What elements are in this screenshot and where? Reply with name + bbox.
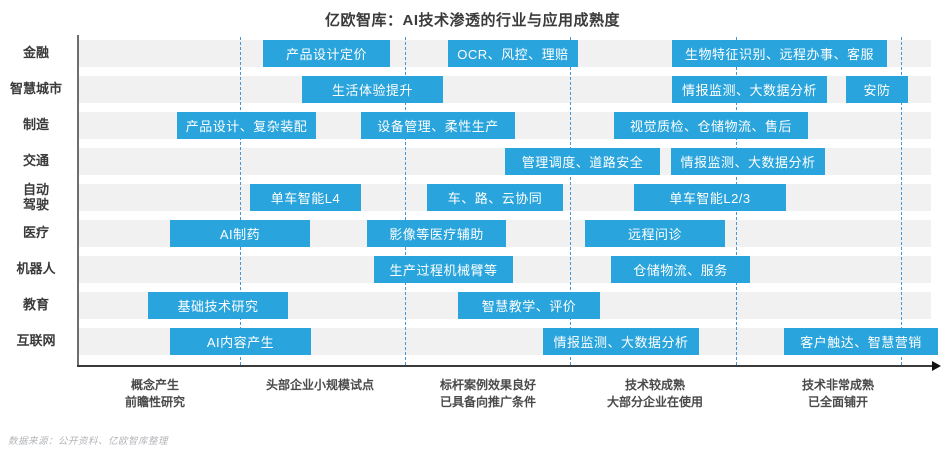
industry-label: 医疗 xyxy=(22,225,49,241)
industry-label: 自动驾驶 xyxy=(22,181,49,212)
stage-divider-line xyxy=(570,37,571,365)
application-box: 生物特征识别、远程办事、客服 xyxy=(672,40,887,67)
application-box: 基础技术研究 xyxy=(148,292,288,319)
application-box: 生产过程机械臂等 xyxy=(374,256,513,283)
application-box: 单车智能L4 xyxy=(250,184,361,211)
industry-label: 金融 xyxy=(22,45,49,61)
industry-label: 机器人 xyxy=(16,261,56,277)
maturity-stage-label: 头部企业小规模试点 xyxy=(265,378,375,392)
application-box: 安防 xyxy=(846,76,908,103)
application-box: 车、路、云协同 xyxy=(427,184,563,211)
application-box: 仓储物流、服务 xyxy=(611,256,750,283)
application-box: 影像等医疗辅助 xyxy=(367,220,506,247)
y-axis-line xyxy=(77,35,79,365)
maturity-stage-label: 技术较成熟大部分企业在使用 xyxy=(606,378,704,410)
application-box: 情报监测、大数据分析 xyxy=(671,148,825,175)
application-box: 产品设计定价 xyxy=(263,40,390,67)
maturity-stage-label: 概念产生前瞻性研究 xyxy=(124,378,186,410)
data-source-note: 数据来源：公开资料、亿欧智库整理 xyxy=(8,436,169,447)
industry-label: 制造 xyxy=(22,117,49,133)
x-axis-arrow-icon xyxy=(932,361,941,371)
application-box: 情报监测、大数据分析 xyxy=(672,76,827,103)
chart-title: 亿欧智库：AI技术渗透的行业与应用成熟度 xyxy=(324,12,620,29)
application-box: 智慧教学、评价 xyxy=(458,292,600,319)
industry-label: 智慧城市 xyxy=(9,81,62,97)
application-box: 情报监测、大数据分析 xyxy=(543,328,699,355)
application-box: AI内容产生 xyxy=(170,328,311,355)
stage-divider-line xyxy=(901,37,902,365)
application-box: 生活体验提升 xyxy=(302,76,443,103)
application-box: 产品设计、复杂装配 xyxy=(177,112,316,139)
application-box: OCR、风控、理赔 xyxy=(448,40,578,67)
maturity-stage-label: 标杆案例效果良好已具备向推广条件 xyxy=(439,378,537,410)
application-box: 设备管理、柔性生产 xyxy=(361,112,515,139)
application-box: 客户触达、智慧营销 xyxy=(784,328,938,355)
application-box: 远程问诊 xyxy=(585,220,725,247)
industry-label: 交通 xyxy=(22,153,49,169)
industry-label: 互联网 xyxy=(16,333,56,349)
application-box: AI制药 xyxy=(170,220,310,247)
x-axis-line xyxy=(77,365,932,367)
industry-label: 教育 xyxy=(22,297,49,313)
application-box: 单车智能L2/3 xyxy=(634,184,786,211)
application-box: 管理调度、道路安全 xyxy=(505,148,660,175)
stage-divider-line xyxy=(240,37,241,365)
maturity-stage-label: 技术非常成熟已全面铺开 xyxy=(801,378,875,410)
stage-divider-line xyxy=(405,37,406,365)
application-box: 视觉质检、仓储物流、售后 xyxy=(614,112,808,139)
